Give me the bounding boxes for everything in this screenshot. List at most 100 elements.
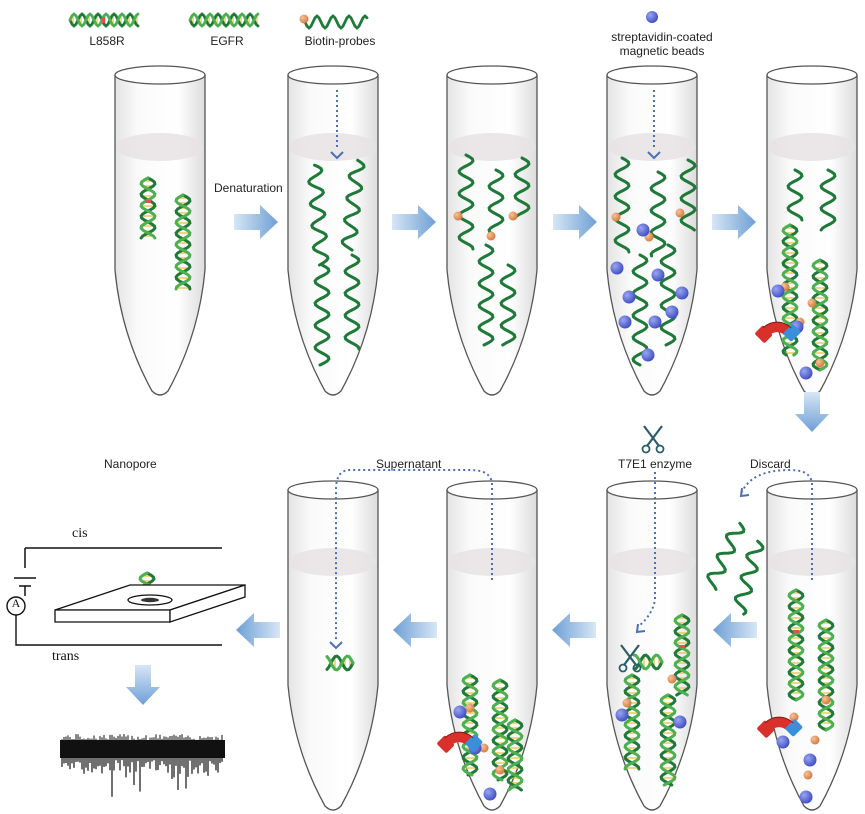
biotin-dot — [453, 211, 463, 221]
tube1-dna-2 — [174, 193, 192, 291]
tube-bottom-1 — [287, 480, 379, 811]
biotin-dot — [611, 212, 621, 222]
mutation-mark — [679, 645, 685, 648]
magnetic-bead — [803, 753, 817, 767]
arrow-to-signal — [126, 665, 160, 705]
biotin-dot — [299, 14, 309, 24]
arrow-to-transfer — [393, 613, 437, 647]
tubeB4-dna-1 — [787, 588, 805, 702]
magnet-step-7 — [437, 731, 483, 753]
supernatant-head — [329, 641, 343, 650]
tubeB2-dna-2 — [491, 678, 509, 782]
tube3-ssdna-5 — [499, 263, 517, 347]
tubeB4-dna-2 — [817, 618, 835, 732]
tube2-ssdna-4 — [343, 253, 361, 351]
magnetic-bead — [615, 708, 629, 722]
biotin-dot — [807, 298, 817, 308]
mutation-mark — [793, 630, 799, 633]
nanopore-title: Nanopore — [104, 457, 157, 471]
legend-egfr-label: EGFR — [210, 34, 244, 48]
tube4-ssdna-1 — [613, 156, 631, 254]
tube2-ssdna-1 — [307, 163, 330, 267]
scissors-icon — [641, 425, 665, 454]
tube2-ssdna-2 — [340, 158, 366, 252]
biotin-dot — [479, 743, 489, 753]
tube4-ssdna-5 — [659, 243, 677, 347]
ammeter-label: A — [11, 596, 21, 610]
nanopore-hole — [127, 594, 173, 606]
enzyme-path — [639, 472, 656, 626]
magnetic-bead — [622, 290, 636, 304]
tubeB3-dna-3 — [659, 693, 677, 787]
arrow-step-2 — [392, 205, 436, 239]
arrow-to-t7e1 — [713, 613, 757, 647]
mutation-mark — [145, 200, 151, 203]
magnetic-bead — [646, 11, 658, 23]
magnetic-bead — [618, 315, 632, 329]
magnetic-bead — [453, 705, 467, 719]
biotin-dot — [675, 208, 685, 218]
tube3-ssdna-3 — [513, 156, 531, 220]
magnetic-bead — [771, 284, 785, 298]
tube-top-3 — [446, 65, 538, 396]
enzyme-head — [635, 623, 646, 634]
arrow-to-supernatant — [552, 613, 596, 647]
tube4-ssdna-4 — [631, 253, 649, 367]
tube5-dna-4 — [811, 258, 829, 372]
tubeB1-fragment — [325, 654, 355, 672]
legend-l858r-label: L858R — [89, 34, 125, 48]
tube-top-5 — [766, 65, 858, 396]
biotin-dot — [667, 674, 677, 684]
tube1-dna-1 — [139, 176, 157, 240]
biotin-dot — [486, 231, 496, 241]
magnetic-bead — [610, 261, 624, 275]
magnetic-bead — [483, 787, 497, 801]
membrane-side — [169, 584, 246, 623]
tube-bottom-2 — [446, 480, 538, 811]
arrow-denaturation — [234, 205, 278, 239]
arrow-step-3 — [553, 205, 597, 239]
tubeB2-dna-1 — [461, 673, 479, 777]
discard-label: Discard — [750, 457, 791, 471]
magnetic-bead — [641, 348, 655, 362]
tube5-ssdna-2 — [819, 168, 837, 232]
biotin-dot — [803, 770, 813, 780]
magnetic-bead — [651, 268, 665, 282]
magnetic-bead — [799, 790, 813, 804]
biotin-dot — [508, 211, 518, 221]
arrow-down-step-5 — [795, 392, 829, 432]
trans-label: trans — [52, 649, 80, 664]
probe-drop-head-1 — [330, 151, 344, 160]
tubeB2-dna-3 — [506, 718, 524, 792]
denaturation-label: Denaturation — [214, 181, 283, 195]
magnetic-bead — [636, 223, 650, 237]
discard-head — [739, 487, 750, 498]
supernatant-label: Supernatant — [376, 457, 442, 471]
tube3-ssdna-1 — [457, 153, 475, 251]
mutation-mark — [102, 17, 105, 23]
bead-drop-head — [647, 151, 661, 160]
magnet-step-6 — [757, 716, 803, 738]
legend-biotin-probe — [303, 14, 369, 30]
tube-top-2 — [287, 65, 379, 396]
tube4-ssdna-2 — [649, 170, 667, 258]
legend-biotin-probes-label: Biotin-probes — [304, 34, 376, 48]
tube4-ssdna-3 — [679, 158, 697, 232]
discard-path — [741, 468, 813, 580]
tube5-ssdna-1 — [786, 168, 804, 222]
biotin-dot — [810, 735, 820, 745]
magnetic-bead — [675, 286, 689, 300]
discarded-ssdna-2 — [733, 539, 765, 616]
current-trace — [60, 734, 225, 797]
cis-label: cis — [72, 526, 88, 541]
biotin-dot — [495, 765, 505, 775]
magnetic-bead — [673, 715, 687, 729]
legend-egfr-dna — [188, 12, 260, 28]
magnetic-bead — [665, 305, 679, 319]
tubeB3-dna-1 — [673, 613, 691, 697]
supernatant-path — [335, 469, 493, 642]
t7e1-enzyme-label: T7E1 enzyme — [618, 457, 693, 471]
legend-l858r-dna — [68, 12, 140, 28]
biotin-dot — [821, 695, 831, 705]
